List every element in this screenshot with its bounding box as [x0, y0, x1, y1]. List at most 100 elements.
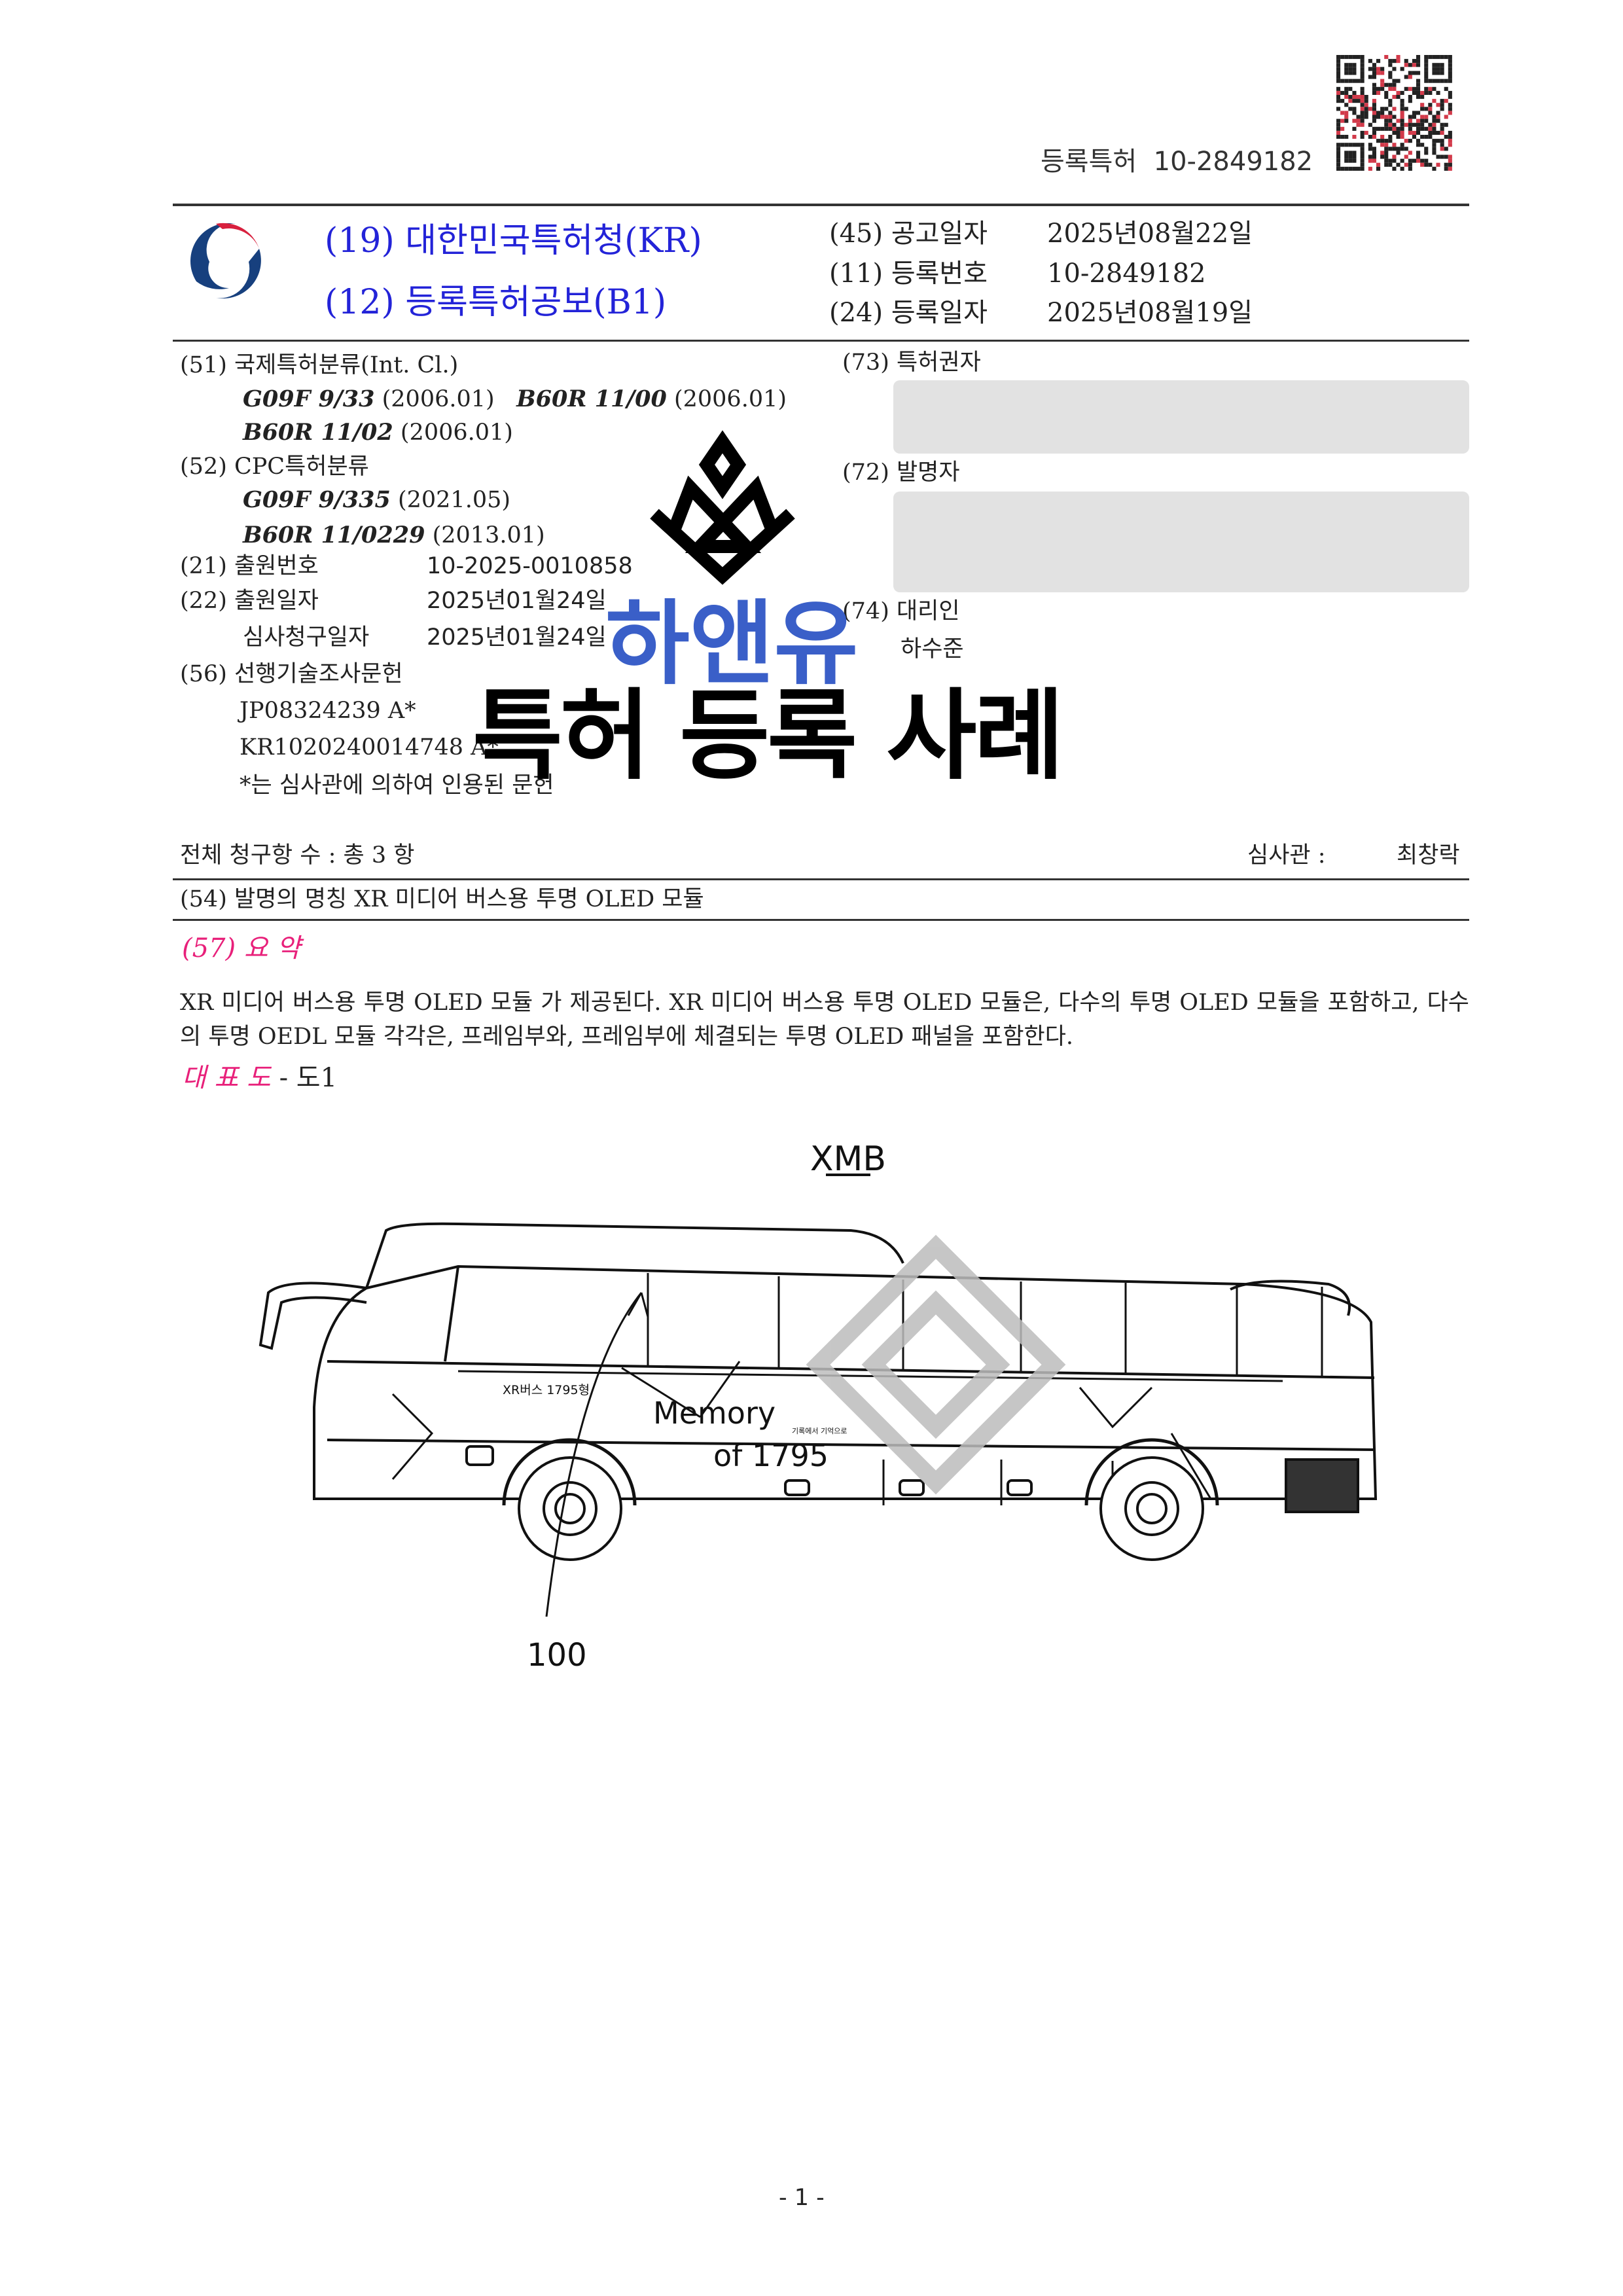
qr-module: [1356, 118, 1361, 123]
qr-module: [1344, 71, 1349, 75]
qr-module: [1376, 86, 1381, 91]
qr-module: [1372, 82, 1376, 87]
qr-module: [1376, 71, 1381, 75]
int-cl-row: B60R 11/02 (2006.01): [243, 418, 513, 447]
qr-module: [1340, 79, 1345, 83]
qr-module: [1436, 79, 1440, 83]
qr-module: [1372, 126, 1376, 131]
qr-module: [1424, 90, 1429, 95]
qr-module: [1344, 86, 1349, 91]
qr-module: [1352, 90, 1357, 95]
office-name: (19) 대한민국특허청(KR): [325, 221, 702, 260]
qr-module: [1436, 162, 1440, 167]
publication-type: (12) 등록특허공보(B1): [325, 283, 667, 322]
qr-module: [1392, 147, 1397, 151]
qr-module: [1448, 103, 1452, 107]
qr-module: [1392, 86, 1397, 91]
qr-module: [1384, 139, 1389, 143]
government-logo: [185, 222, 261, 299]
qr-module: [1388, 103, 1393, 107]
qr-module: [1416, 71, 1421, 75]
bib-code: (45): [829, 219, 883, 249]
qr-module: [1352, 99, 1357, 103]
qr-module: [1408, 115, 1412, 119]
qr-module: [1396, 130, 1400, 135]
int-cl-row: G09F 9/33 (2006.01) B60R 11/00 (2006.01): [243, 385, 787, 414]
qr-module: [1360, 154, 1364, 159]
qr-module: [1380, 151, 1385, 155]
qr-module: [1376, 139, 1381, 143]
qr-module: [1340, 118, 1345, 123]
qr-module: [1392, 79, 1397, 83]
qr-module: [1432, 79, 1436, 83]
qr-module: [1400, 103, 1404, 107]
qr-module: [1432, 147, 1436, 151]
qr-module: [1392, 59, 1397, 63]
qr-module: [1368, 154, 1372, 159]
qr-module: [1424, 115, 1429, 119]
app-no: 10-2025-0010858: [427, 553, 633, 579]
qr-module: [1432, 143, 1436, 147]
qr-module: [1380, 86, 1385, 91]
qr-module: [1400, 147, 1404, 151]
qr-module: [1388, 147, 1393, 151]
qr-module: [1388, 71, 1393, 75]
qr-module: [1360, 79, 1364, 83]
qr-module: [1416, 82, 1421, 87]
qr-module: [1344, 63, 1349, 67]
qr-module: [1444, 99, 1448, 103]
qr-module: [1340, 143, 1345, 147]
qr-code[interactable]: [1336, 55, 1452, 171]
qr-module: [1340, 166, 1345, 171]
qr-module: [1448, 59, 1452, 63]
qr-module: [1396, 118, 1400, 123]
qr-module: [1404, 107, 1408, 111]
qr-module: [1448, 158, 1452, 163]
qr-module: [1380, 115, 1385, 119]
bus-year-text: of 1795: [713, 1438, 829, 1473]
qr-module: [1436, 63, 1440, 67]
qr-module: [1400, 166, 1404, 171]
bib-code: (11): [829, 259, 883, 289]
qr-module: [1412, 63, 1416, 67]
qr-module: [1384, 118, 1389, 123]
qr-module: [1416, 55, 1421, 60]
qr-module: [1376, 166, 1381, 171]
qr-module: [1444, 162, 1448, 167]
qr-module: [1436, 111, 1440, 115]
qr-module: [1356, 55, 1361, 60]
qr-module: [1448, 162, 1452, 167]
qr-module: [1428, 103, 1433, 107]
qr-module: [1400, 111, 1404, 115]
qr-module: [1376, 115, 1381, 119]
qr-module: [1416, 158, 1421, 163]
qr-module: [1432, 67, 1436, 71]
qr-module: [1404, 86, 1408, 91]
qr-module: [1336, 151, 1341, 155]
qr-module: [1424, 63, 1429, 67]
qr-module: [1356, 79, 1361, 83]
qr-module: [1368, 158, 1372, 163]
qr-module: [1408, 166, 1412, 171]
qr-module: [1352, 55, 1357, 60]
qr-module: [1388, 115, 1393, 119]
qr-module: [1360, 111, 1364, 115]
qr-module: [1352, 67, 1357, 71]
qr-module: [1424, 147, 1429, 151]
qr-module: [1348, 107, 1353, 111]
qr-module: [1348, 154, 1353, 159]
qr-module: [1364, 107, 1368, 111]
qr-module: [1368, 147, 1372, 151]
prior-art-label: (56) 선행기술조사문헌: [180, 661, 403, 687]
qr-module: [1408, 86, 1412, 91]
qr-module: [1428, 135, 1433, 139]
qr-module: [1400, 143, 1404, 147]
qr-module: [1364, 130, 1368, 135]
qr-module: [1448, 75, 1452, 79]
qr-module: [1344, 67, 1349, 71]
qr-module: [1344, 55, 1349, 60]
qr-module: [1388, 82, 1393, 87]
qr-module: [1440, 99, 1444, 103]
qr-module: [1384, 82, 1389, 87]
qr-module: [1388, 75, 1393, 79]
